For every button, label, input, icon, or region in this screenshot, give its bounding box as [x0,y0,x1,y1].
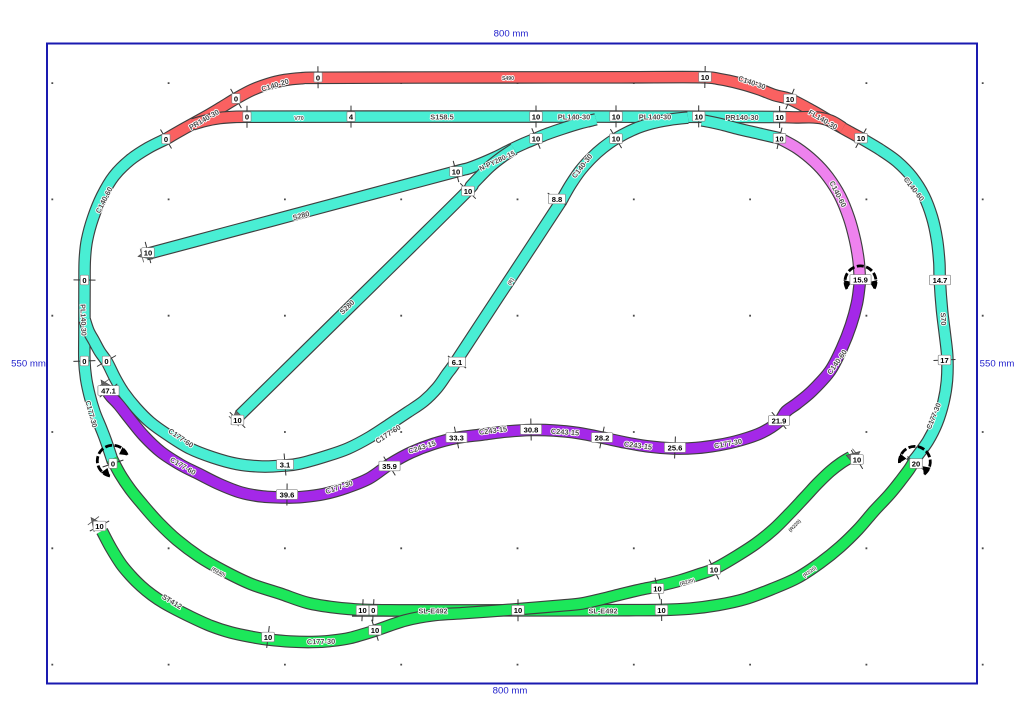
svg-text:25.6: 25.6 [668,444,683,453]
svg-text:800 mm: 800 mm [493,686,528,697]
svg-text:0: 0 [82,276,86,285]
svg-text:10: 10 [371,626,379,635]
svg-text:10: 10 [653,585,661,594]
svg-text:0: 0 [164,135,168,144]
svg-text:SL-E492: SL-E492 [418,607,447,616]
svg-text:33.3: 33.3 [449,434,464,443]
svg-text:V70: V70 [294,116,304,122]
svg-text:C243-15: C243-15 [478,424,507,436]
svg-text:10: 10 [358,606,366,615]
svg-text:10: 10 [694,112,702,121]
svg-text:0: 0 [234,95,238,104]
svg-text:30.8: 30.8 [524,426,539,435]
svg-text:14.7: 14.7 [933,276,948,285]
svg-text:8.8: 8.8 [552,195,563,204]
svg-text:10: 10 [786,95,794,104]
svg-text:10: 10 [701,73,709,82]
svg-text:6.1: 6.1 [452,358,463,367]
svg-text:(R220): (R220) [679,577,696,587]
svg-text:47.1: 47.1 [101,387,117,396]
svg-text:10: 10 [95,522,103,531]
svg-text:0: 0 [104,357,108,366]
svg-text:10: 10 [452,168,460,177]
svg-text:10: 10 [532,113,540,122]
svg-text:17: 17 [940,356,948,365]
svg-text:10: 10 [612,112,620,121]
svg-text:35.9: 35.9 [382,462,397,471]
svg-text:SL-E492: SL-E492 [588,607,617,616]
svg-text:PL140-30: PL140-30 [639,113,671,122]
svg-text:PL140-30: PL140-30 [558,113,590,122]
svg-text:C243-15: C243-15 [551,427,580,438]
svg-text:PR140-30: PR140-30 [725,113,758,122]
svg-text:10: 10 [144,249,152,258]
svg-text:0: 0 [82,357,86,366]
svg-text:10: 10 [857,134,865,143]
svg-text:10: 10 [233,416,241,425]
svg-text:550 mm: 550 mm [980,359,1015,370]
svg-text:800 mm: 800 mm [494,29,529,40]
svg-text:0: 0 [371,606,375,615]
svg-text:(R): (R) [507,277,516,287]
svg-text:10: 10 [853,456,861,465]
svg-text:28.2: 28.2 [595,434,610,443]
svg-text:0: 0 [111,460,115,469]
svg-text:10: 10 [710,566,718,575]
svg-text:10: 10 [657,606,665,615]
svg-text:S490: S490 [502,76,514,82]
svg-text:21.9: 21.9 [772,417,787,426]
svg-text:10: 10 [775,134,783,143]
svg-text:C243-15: C243-15 [623,439,652,451]
svg-text:10: 10 [264,633,272,642]
svg-text:20: 20 [912,460,920,469]
svg-text:10: 10 [612,135,620,144]
svg-text:15.9: 15.9 [853,276,868,285]
svg-text:3.1: 3.1 [280,461,291,470]
svg-text:4: 4 [349,113,354,122]
svg-text:10: 10 [514,606,522,615]
svg-text:10: 10 [532,135,540,144]
svg-text:PL140-30: PL140-30 [78,304,88,336]
svg-text:39.6: 39.6 [280,491,295,500]
svg-text:10: 10 [464,187,472,196]
svg-text:550 mm: 550 mm [11,359,46,370]
svg-text:10: 10 [775,113,783,122]
svg-text:C177-30: C177-30 [307,637,336,646]
svg-text:0: 0 [245,113,249,122]
svg-text:0: 0 [316,73,320,82]
svg-text:S70: S70 [939,312,949,325]
svg-text:S158.5: S158.5 [430,113,453,122]
